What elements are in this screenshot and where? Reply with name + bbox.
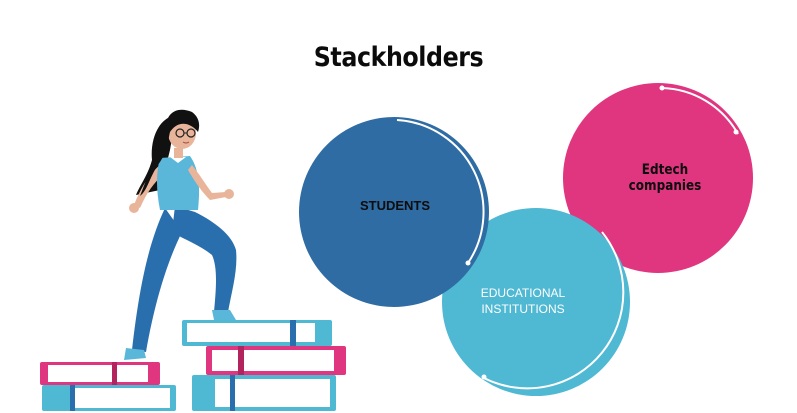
- woman-figure: [124, 109, 237, 360]
- educational-institutions-label: EDUCATIONAL INSTITUTIONS: [480, 286, 566, 316]
- circle-edtech: [563, 83, 753, 273]
- page-title: Stackholders: [313, 42, 484, 73]
- book-stack-right: [182, 320, 346, 411]
- circle-educational-institutions: [442, 208, 630, 396]
- edtech-label: Edtech companies: [628, 162, 702, 194]
- circle-students: [299, 117, 489, 307]
- book-stack-left: [40, 362, 176, 411]
- students-label: STUDENTS: [359, 198, 431, 213]
